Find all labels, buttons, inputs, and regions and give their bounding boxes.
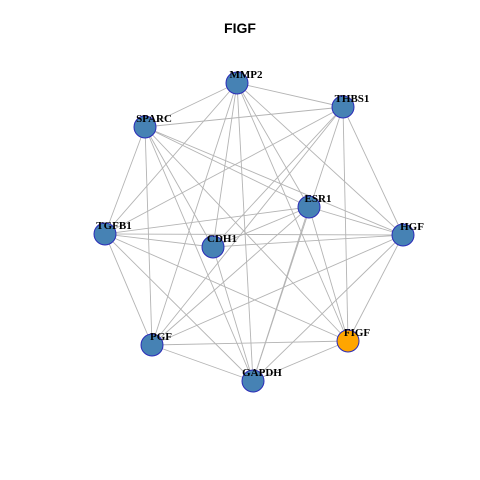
edge-mmp2-figf <box>236 82 349 342</box>
node-circle-thbs1 <box>331 95 355 119</box>
edge-tgfb1-hgf <box>104 233 404 236</box>
node-tgfb1: TGFB1 <box>93 220 132 246</box>
node-mmp2: MMP2 <box>225 69 263 95</box>
edge-sparc-gapdh <box>144 126 254 382</box>
edge-layer <box>104 82 404 382</box>
edge-esr1-gapdh <box>252 206 310 382</box>
node-circle-figf <box>336 329 360 353</box>
edge-figf-pgf <box>151 340 349 346</box>
edge-cdh1-gapdh <box>212 246 254 382</box>
edge-sparc-tgfb1 <box>104 126 146 235</box>
edge-esr1-hgf <box>308 206 404 236</box>
diagram-title: FIGF <box>224 20 256 36</box>
edge-sparc-figf <box>144 126 349 342</box>
edge-hgf-figf <box>347 234 404 342</box>
edge-esr1-cdh1 <box>212 206 310 248</box>
edge-thbs1-figf <box>342 106 349 342</box>
node-label-sparc: SPARC <box>136 113 172 125</box>
node-hgf: HGF <box>391 221 424 247</box>
edge-tgfb1-figf <box>104 233 349 342</box>
edge-mmp2-tgfb1 <box>104 82 238 235</box>
edge-hgf-pgf <box>151 234 404 346</box>
edge-thbs1-sparc <box>144 106 344 128</box>
edge-cdh1-hgf <box>212 234 404 248</box>
node-label-pgf: PGF <box>150 331 172 343</box>
node-circle-sparc <box>133 115 157 139</box>
edge-sparc-pgf <box>144 126 153 346</box>
edge-mmp2-esr1 <box>236 82 310 208</box>
edge-mmp2-sparc <box>144 82 238 128</box>
edge-thbs1-cdh1 <box>212 106 344 248</box>
edge-esr1-figf <box>308 206 349 342</box>
node-pgf: PGF <box>140 331 172 357</box>
node-label-esr1: ESR1 <box>305 193 332 205</box>
node-circle-hgf <box>391 223 415 247</box>
edge-thbs1-hgf <box>342 106 404 236</box>
edge-pgf-gapdh <box>151 344 254 382</box>
edge-figf-gapdh <box>252 340 349 382</box>
edge-sparc-hgf <box>144 126 404 236</box>
node-cdh1: CDH1 <box>201 233 237 259</box>
node-circle-esr1 <box>297 195 321 219</box>
edge-sparc-esr1 <box>144 126 310 208</box>
node-label-gapdh: GAPDH <box>242 367 282 379</box>
edge-hgf-gapdh <box>252 234 404 382</box>
node-circle-pgf <box>140 333 164 357</box>
node-figf: FIGF <box>336 327 371 353</box>
node-label-thbs1: THBS1 <box>335 93 370 105</box>
node-circle-tgfb1 <box>93 222 117 246</box>
node-label-mmp2: MMP2 <box>230 69 263 81</box>
edge-tgfb1-cdh1 <box>104 233 214 248</box>
node-label-hgf: HGF <box>400 221 424 233</box>
edge-mmp2-thbs1 <box>236 82 344 108</box>
edge-mmp2-cdh1 <box>212 82 238 248</box>
node-thbs1: THBS1 <box>331 93 370 119</box>
node-esr1: ESR1 <box>297 193 332 219</box>
edge-thbs1-pgf <box>151 106 344 346</box>
edge-tgfb1-pgf <box>104 233 153 346</box>
node-label-figf: FIGF <box>344 327 371 339</box>
edge-esr1-tgfb1 <box>104 206 310 235</box>
node-circle-cdh1 <box>201 235 225 259</box>
edge-esr1-pgf <box>151 206 310 346</box>
edge-tgfb1-gapdh <box>104 233 254 382</box>
node-label-cdh1: CDH1 <box>207 233 237 245</box>
edge-mmp2-hgf <box>236 82 404 236</box>
node-gapdh: GAPDH <box>241 367 282 393</box>
node-circle-mmp2 <box>225 71 249 95</box>
node-label-tgfb1: TGFB1 <box>96 220 131 232</box>
node-circle-gapdh <box>241 369 265 393</box>
node-sparc: SPARC <box>133 113 172 139</box>
edge-thbs1-tgfb1 <box>104 106 344 235</box>
edge-sparc-cdh1 <box>144 126 214 248</box>
